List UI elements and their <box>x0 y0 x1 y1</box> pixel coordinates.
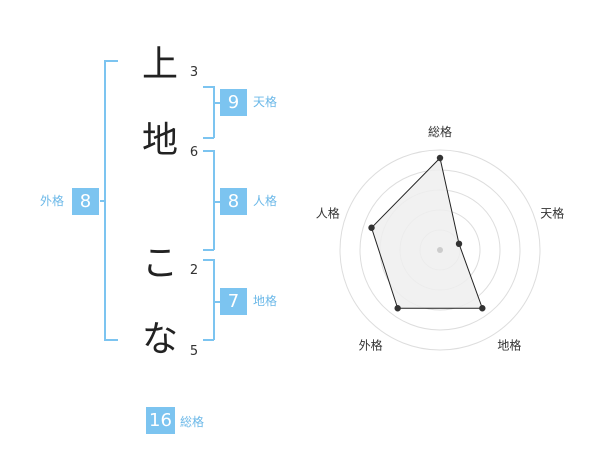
radar-axis-label: 総格 <box>428 124 452 139</box>
radar-axis-label: 地格 <box>497 337 521 352</box>
radar-point-2 <box>455 240 463 248</box>
jinkaku-label: 人格 <box>253 194 278 208</box>
stroke-count-4: 5 <box>189 344 199 359</box>
stroke-count-1: 3 <box>189 65 199 80</box>
radar-data-polygon <box>370 156 484 309</box>
radar-point-3 <box>479 305 486 312</box>
name-char-2: 地 <box>141 120 178 161</box>
chikaku-score-badge: 7 <box>220 288 247 315</box>
radar-center-dot <box>437 247 443 253</box>
soukaku-score-badge: 16 <box>146 407 175 434</box>
radar-axis-label: 天格 <box>540 206 564 221</box>
name-char-4: な <box>141 319 178 360</box>
radar-point-5 <box>368 224 375 231</box>
radar-point-1 <box>436 154 444 162</box>
gaikaku-label: 外格 <box>40 194 65 208</box>
radar-point-4 <box>394 305 401 312</box>
name-char-3: こ <box>141 243 178 284</box>
gaikaku-score-badge: 8 <box>72 188 99 215</box>
chikaku-label: 地格 <box>253 294 278 308</box>
tenkaku-score-badge: 9 <box>220 89 247 116</box>
tenkaku-label: 天格 <box>253 95 278 109</box>
jinkaku-score-badge: 8 <box>220 188 247 215</box>
stroke-count-3: 2 <box>189 263 199 278</box>
radar-axis-label: 外格 <box>359 337 383 352</box>
name-char-1: 上 <box>141 44 178 85</box>
stroke-count-2: 6 <box>189 145 199 160</box>
radar-axis-label: 人格 <box>316 206 340 221</box>
soukaku-label: 総格 <box>180 415 205 429</box>
